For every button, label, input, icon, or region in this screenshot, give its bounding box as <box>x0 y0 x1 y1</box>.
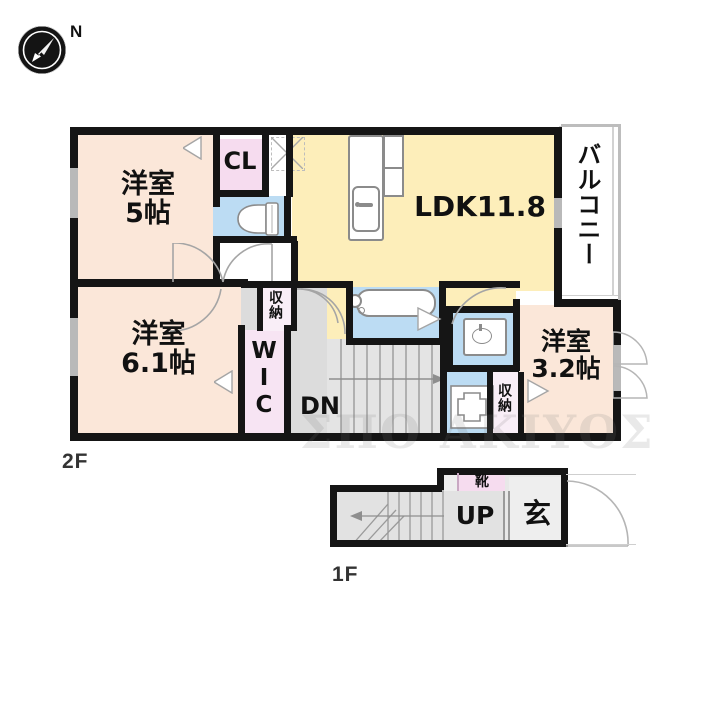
wall-right-jog <box>554 299 621 307</box>
kitchen-faucet <box>358 203 373 207</box>
wall-corridor-right <box>440 345 447 439</box>
guide-line-bottom <box>566 544 636 545</box>
storage-lower <box>492 372 519 439</box>
ldk-label: LDK11.8 <box>414 190 546 223</box>
toilet-fixture-icon <box>237 202 279 236</box>
storage-lower-label: 収納 <box>496 383 512 413</box>
divider-entrance <box>503 491 505 540</box>
window-right-bedroom32 <box>613 345 621 391</box>
stairs-down-icon <box>329 339 445 439</box>
second-floor-plan: 洋室 5帖 洋室 6.1帖 洋室 3.2帖 LDK11.8 バルコニー CL W… <box>70 124 648 441</box>
door-washroom <box>451 287 507 325</box>
compass-north-label: N <box>70 22 83 41</box>
wall-toilet-right <box>284 196 291 241</box>
door-storage-lower-sliding <box>527 378 550 404</box>
bedroom-5-jo <box>76 133 220 279</box>
wall-bedroom32-left <box>513 299 520 371</box>
window-left-lower <box>70 318 78 376</box>
wall-ldk-left-lower <box>291 241 298 287</box>
wall-1f-right <box>561 468 568 547</box>
wall-storage-lower-left <box>487 372 493 439</box>
door-cl-sliding <box>183 136 202 160</box>
divider-entrance-2 <box>508 491 510 540</box>
closet-cl <box>213 139 267 197</box>
wall-bath-left <box>346 281 353 345</box>
wall-washroom-mid <box>453 365 519 372</box>
balcony-rail-line <box>612 126 614 296</box>
wall-mid-horizontal-left <box>70 279 248 287</box>
wall-bedroom32-left-lower <box>518 404 524 439</box>
wall-storage-upper-left <box>257 287 263 331</box>
bathtub-drain <box>358 307 365 314</box>
storage-upper-label: 収納 <box>267 290 283 320</box>
wall-1f-left <box>330 485 337 547</box>
window-right-balcony <box>554 198 562 228</box>
balcony-frame-right <box>618 124 621 300</box>
wall-1f-bottom <box>330 540 568 547</box>
bedroom-6-1-jo-label: 洋室 6.1帖 <box>121 319 196 380</box>
door-bedroom61 <box>169 288 222 332</box>
wall-outer-top <box>70 127 562 135</box>
guide-line-top <box>566 474 636 475</box>
stairs-up-label: UP <box>455 501 495 530</box>
storage-upper <box>261 287 295 331</box>
wall-cl-right <box>262 133 269 195</box>
floor-label-1f: 1F <box>332 563 359 586</box>
window-left-upper <box>70 168 78 218</box>
wall-washroom-left <box>446 306 453 372</box>
wall-bath-bottom <box>346 338 446 345</box>
kitchen-range-divider <box>383 167 404 169</box>
first-floor-plan: UP 玄 靴 <box>0 440 720 610</box>
wall-1f-jog <box>437 468 444 490</box>
kitchen-faucet-knob <box>355 202 360 207</box>
entrance-tile <box>509 477 565 543</box>
door-toilet <box>222 243 273 283</box>
washbasin-bowl <box>472 328 492 344</box>
wall-ldk-bottom-right <box>440 281 520 288</box>
bedroom-6-1-jo <box>76 287 241 439</box>
closet-cl-label: CL <box>223 147 257 175</box>
door-ldk-hall <box>300 288 346 335</box>
bedroom-5-jo-label: 洋室 5帖 <box>121 169 175 230</box>
ldk <box>292 133 556 291</box>
stairs-up-icon <box>350 490 444 545</box>
door-wic-sliding <box>214 370 233 394</box>
entrance-door-icon[interactable] <box>566 480 632 548</box>
corridor-stair-area <box>327 339 446 439</box>
wall-storage-upper-right <box>291 287 297 331</box>
divider-shoe-cabinet <box>457 473 459 491</box>
wall-ldk-bottom-left <box>241 281 353 288</box>
stairs-down-label: DN <box>299 392 340 420</box>
wall-ldk-left-upper <box>286 133 293 197</box>
wall-bedroom5-right-lower <box>213 236 220 287</box>
wall-1f-top-left <box>330 485 442 492</box>
compass-icon <box>18 26 66 74</box>
wall-washroom-top <box>446 306 518 313</box>
wall-wic-left <box>238 325 245 439</box>
wall-toilet-bottom <box>213 236 297 243</box>
kitchen-sink <box>352 186 380 232</box>
balcony-frame-top <box>561 124 621 127</box>
kitchen-range-cabinet <box>383 135 404 197</box>
wall-1f-top-right <box>437 468 568 475</box>
walk-in-closet-label: WIC <box>251 338 277 419</box>
wall-wic-right <box>284 325 291 439</box>
walk-in-closet <box>243 330 285 439</box>
wall-cl-bottom <box>213 190 269 197</box>
balcony-label: バルコニー <box>572 142 601 267</box>
door-bedroom5 <box>172 243 224 283</box>
wall-outer-bottom <box>70 433 621 441</box>
washbasin-faucet <box>479 324 482 331</box>
shoe-cabinet-label: 靴 <box>475 474 489 490</box>
door-bath-sliding <box>417 306 442 332</box>
wall-bedroom5-right <box>213 133 220 207</box>
washing-machine-pan-icon <box>450 385 494 429</box>
entrance-genkan-label: 玄 <box>522 497 551 530</box>
shoe-cabinet <box>459 473 505 491</box>
bedroom-3-2-jo <box>517 305 613 439</box>
floor-label-2f: 2F <box>62 450 89 473</box>
bedroom-3-2-jo-label: 洋室 3.2帖 <box>531 327 601 383</box>
door-bedroom32-sliding <box>613 331 648 399</box>
wall-bath-right <box>439 281 446 345</box>
